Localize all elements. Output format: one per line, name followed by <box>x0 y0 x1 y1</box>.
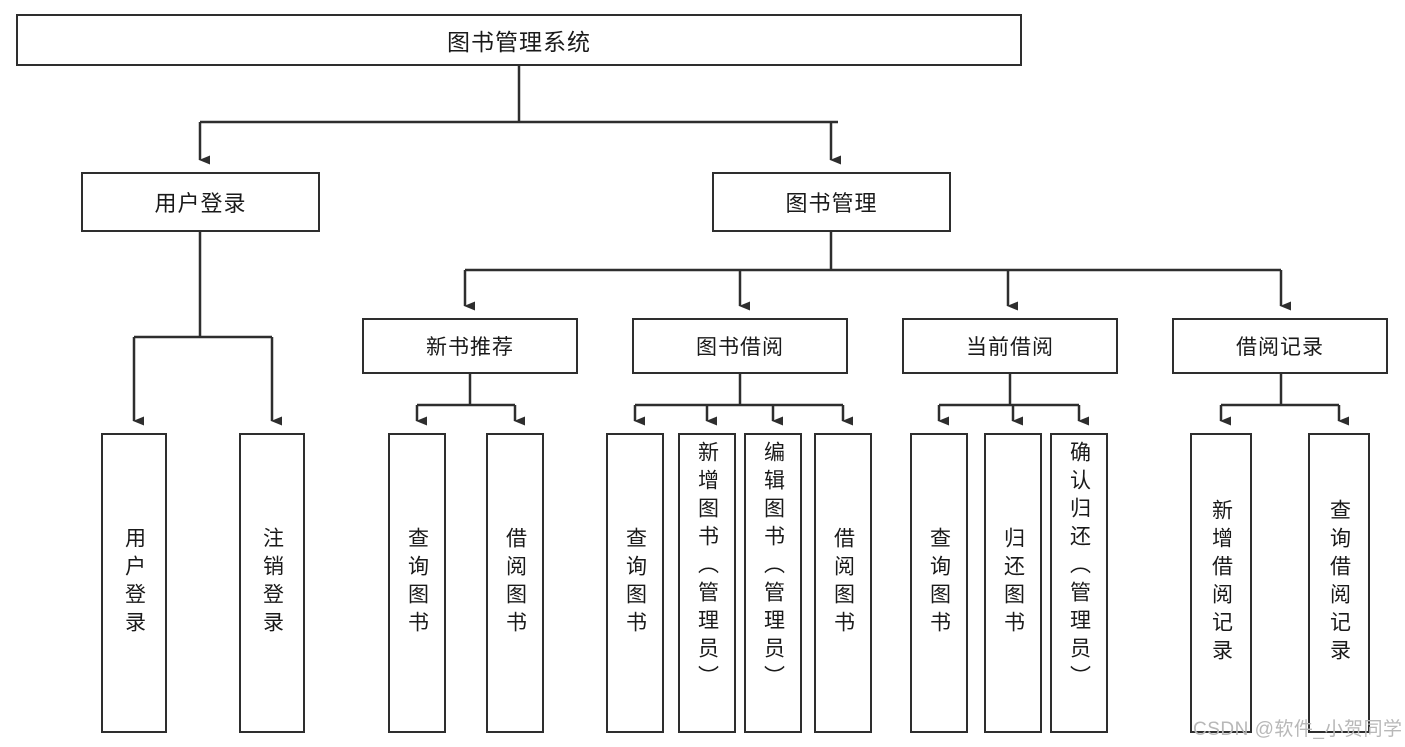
leaf-label: 新增借阅记录 <box>1209 499 1233 667</box>
leaf-label: 注销登录 <box>260 527 284 639</box>
node-leaf-logout-login[interactable]: 注销登录 <box>239 433 305 733</box>
node-root-system[interactable]: 图书管理系统 <box>16 14 1022 66</box>
leaf-label: 借阅图书 <box>503 527 527 639</box>
book-borrow-to-leaves-connectors <box>633 374 853 426</box>
node-leaf-return-book[interactable]: 归还图书 <box>984 433 1042 733</box>
node-leaf-confirm-return[interactable]: 确认归还（管理员） <box>1050 433 1108 733</box>
node-book-borrow[interactable]: 图书借阅 <box>632 318 848 374</box>
leaf-label: 借阅图书 <box>831 527 855 639</box>
csdn-watermark: CSDN @软件_小贺同学 <box>1193 719 1403 740</box>
node-leaf-borrow-book-recommend[interactable]: 借阅图书 <box>486 433 544 733</box>
leaf-label: 用户登录 <box>122 527 146 639</box>
node-borrow-record[interactable]: 借阅记录 <box>1172 318 1388 374</box>
node-leaf-query-book-recommend[interactable]: 查询图书 <box>388 433 446 733</box>
node-leaf-query-book-borrow[interactable]: 查询图书 <box>606 433 664 733</box>
leaf-label: 归还图书 <box>1001 527 1025 639</box>
node-leaf-query-borrow-record[interactable]: 查询借阅记录 <box>1308 433 1370 733</box>
leaf-label: 查询图书 <box>927 527 951 639</box>
leaf-label: 查询图书 <box>623 527 647 639</box>
leaf-label: 编辑图书（管理员） <box>761 441 785 693</box>
current-borrow-to-leaves-connectors <box>937 374 1089 426</box>
borrow-record-to-leaves-connectors <box>1219 374 1349 426</box>
new-book-recommend-to-leaves-connectors <box>415 374 525 426</box>
node-leaf-query-book-current[interactable]: 查询图书 <box>910 433 968 733</box>
node-user-login[interactable]: 用户登录 <box>81 172 320 232</box>
node-leaf-borrow-book[interactable]: 借阅图书 <box>814 433 872 733</box>
node-leaf-user-login[interactable]: 用户登录 <box>101 433 167 733</box>
node-book-manage[interactable]: 图书管理 <box>712 172 951 232</box>
leaf-label: 新增图书（管理员） <box>695 441 719 693</box>
leaf-label: 确认归还（管理员） <box>1067 441 1091 693</box>
user-login-to-leaves-connectors <box>132 232 282 426</box>
leaf-label: 查询借阅记录 <box>1327 499 1351 667</box>
node-current-borrow[interactable]: 当前借阅 <box>902 318 1118 374</box>
leaf-label: 查询图书 <box>405 527 429 639</box>
node-leaf-edit-book[interactable]: 编辑图书（管理员） <box>744 433 802 733</box>
node-leaf-add-borrow-record[interactable]: 新增借阅记录 <box>1190 433 1252 733</box>
node-new-book-recommend[interactable]: 新书推荐 <box>362 318 578 374</box>
root-to-level1-connectors <box>198 66 841 165</box>
node-leaf-add-book[interactable]: 新增图书（管理员） <box>678 433 736 733</box>
book-manage-to-level2-connectors <box>463 232 1291 311</box>
